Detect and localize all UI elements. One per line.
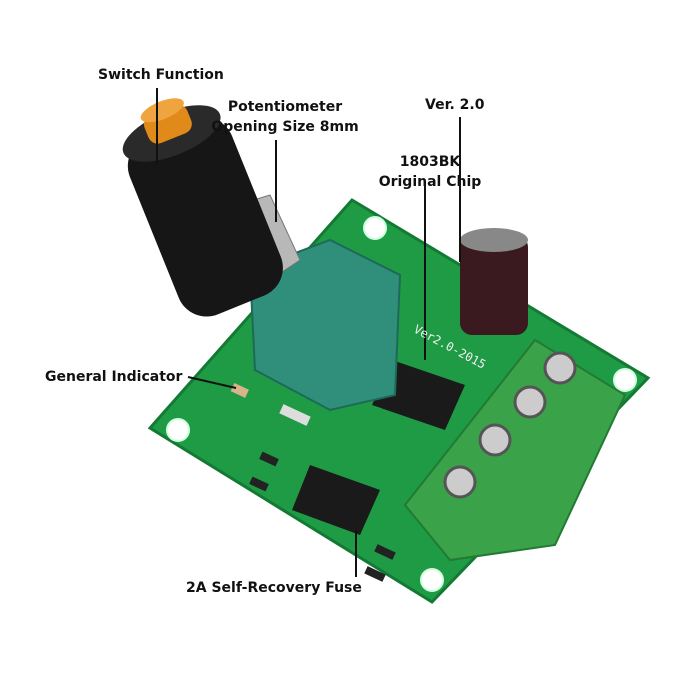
leader-lines — [156, 88, 461, 577]
label-version: Ver. 2.0 — [425, 97, 485, 113]
smd-part — [374, 544, 396, 560]
mount-hole — [613, 368, 637, 392]
potentiometer-body — [248, 238, 402, 412]
smd-part — [249, 476, 269, 492]
capacitor-top — [460, 228, 528, 252]
label-switch-function: Switch Function — [98, 67, 224, 83]
terminal-screw — [543, 351, 577, 385]
terminal-block — [403, 338, 627, 562]
mount-hole — [420, 568, 444, 592]
mount-hole — [363, 216, 387, 240]
label-chip-line2: Original Chip — [378, 174, 482, 190]
label-fuse: 2A Self-Recovery Fuse — [186, 580, 362, 596]
diode — [279, 404, 311, 426]
smd-part — [259, 451, 279, 467]
label-potentiometer: Potentiometer Opening Size 8mm — [200, 97, 370, 137]
knob — [122, 98, 283, 317]
label-potentiometer-line2: Opening Size 8mm — [211, 119, 359, 135]
label-general-indicator: General Indicator — [45, 369, 183, 385]
terminal-screw — [478, 423, 512, 457]
indicator-led — [230, 382, 249, 398]
chip-mosfet — [292, 465, 380, 535]
mount-hole — [166, 418, 190, 442]
terminal-screw — [443, 465, 477, 499]
label-chip-line1: 1803BK — [399, 154, 461, 170]
terminal-screw — [513, 385, 547, 419]
label-chip: 1803BK Original Chip — [365, 152, 495, 192]
label-potentiometer-line1: Potentiometer — [227, 99, 343, 115]
capacitor — [460, 235, 528, 335]
smd-part — [364, 566, 386, 582]
